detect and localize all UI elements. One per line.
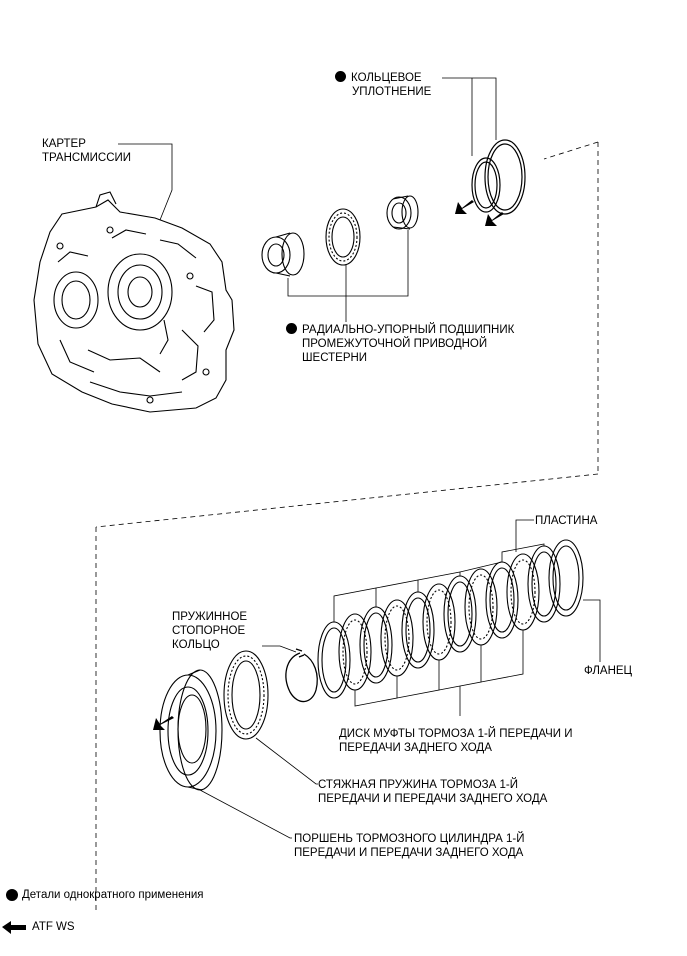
dashed-assembly-lines <box>95 141 599 912</box>
o-ring-label: КОЛЬЦЕВОЕ УПЛОТНЕНИЕ <box>335 71 431 99</box>
arrow-left-icon <box>2 921 26 934</box>
spring-leader-line <box>255 737 318 785</box>
snap-ring-leader-line <box>262 645 297 653</box>
clutch-pack <box>317 539 584 699</box>
flange-label: ФЛАНЕЦ <box>584 665 633 677</box>
bearing-inner-race <box>386 195 419 230</box>
plate-label: ПЛАСТИНА <box>535 515 598 527</box>
legend-non-reusable: Детали однократного применения <box>22 889 204 901</box>
transmission-case-illustration <box>33 191 235 413</box>
filled-circle-icon <box>286 323 297 334</box>
bearing-outer-race <box>261 232 305 277</box>
snap-ring <box>285 648 318 703</box>
o-ring-leader-line <box>442 77 497 140</box>
atf-arrow-icon <box>455 200 504 226</box>
flange-leader-line <box>583 599 601 662</box>
bearing-cage <box>325 208 361 266</box>
atf-arrow-icon-piston <box>153 716 174 730</box>
plate-bracket-lines <box>333 519 545 622</box>
case-leader-line <box>118 143 173 221</box>
filled-circle-icon <box>6 889 18 901</box>
return-spring <box>223 650 269 740</box>
transmission-case-label: КАРТЕР ТРАНСМИССИИ <box>42 138 132 164</box>
legend-atf: ATF WS <box>32 921 75 933</box>
o-rings <box>471 139 526 215</box>
filled-circle-icon <box>335 71 346 82</box>
piston-label: ПОРШЕНЬ ТОРМОЗНОГО ЦИЛИНДРА 1-Й ПЕРЕДАЧИ… <box>294 833 525 859</box>
return-spring-label: СТЯЖНАЯ ПРУЖИНА ТОРМОЗА 1-Й ПЕРЕДАЧИ И П… <box>318 779 548 805</box>
disc-bracket-lines <box>354 630 524 716</box>
snap-ring-label: ПРУЖИННОЕ СТОПОРНОЕ КОЛЬЦО <box>172 611 248 651</box>
bearing-label: РАДИАЛЬНО-УПОРНЫЙ ПОДШИПНИК ПРОМЕЖУТОЧНО… <box>286 323 514 365</box>
clutch-disc-label: ДИСК МУФТЫ ТОРМОЗА 1-Й ПЕРЕДАЧИ И ПЕРЕДА… <box>339 728 573 754</box>
bearing-bracket-line <box>287 230 409 297</box>
piston-leader-line <box>199 789 292 839</box>
brake-piston <box>159 669 223 791</box>
